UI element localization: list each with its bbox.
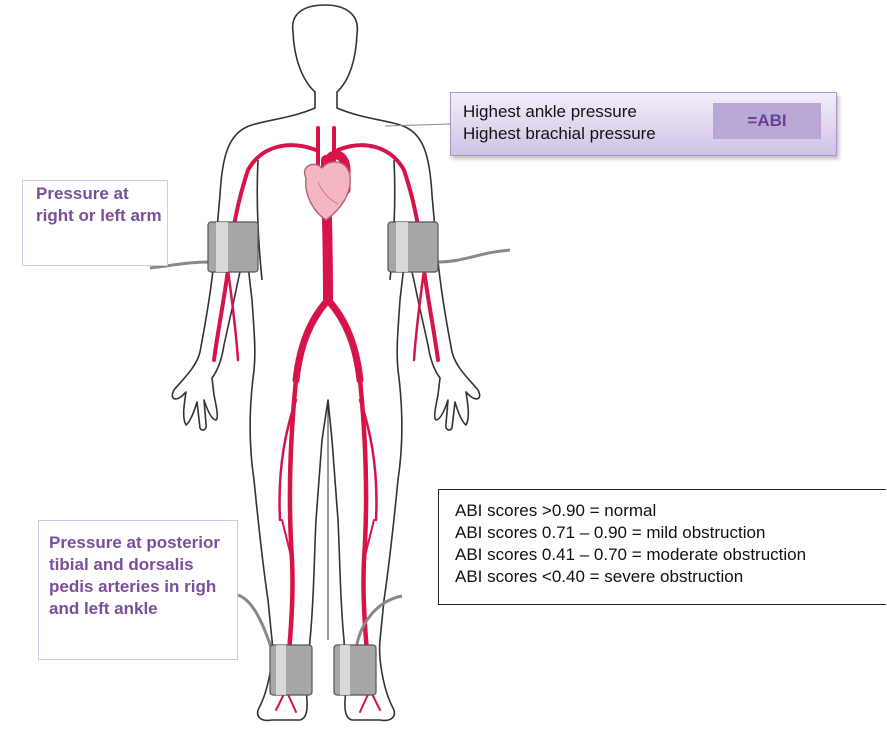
formula-numerator: Highest ankle pressure — [463, 102, 637, 122]
score-normal: ABI scores >0.90 = normal — [455, 500, 886, 522]
arm-pressure-label-box: Pressure at right or left arm — [22, 180, 168, 266]
score-moderate: ABI scores 0.41 – 0.70 = moderate obstru… — [455, 544, 886, 566]
abi-scores-box: ABI scores >0.90 = normal ABI scores 0.7… — [438, 489, 886, 605]
score-severe: ABI scores <0.40 = severe obstruction — [455, 566, 886, 588]
arm-pressure-label: Pressure at right or left arm — [36, 183, 167, 227]
ankle-pressure-label: Pressure at posterior tibial and dorsali… — [49, 532, 237, 620]
score-mild: ABI scores 0.71 – 0.90 = mild obstructio… — [455, 522, 886, 544]
arm-cuff-left — [388, 222, 510, 272]
formula-denominator: Highest brachial pressure — [463, 124, 656, 144]
abi-result-badge: =ABI — [713, 103, 821, 139]
abi-formula-box: Highest ankle pressure Highest brachial … — [450, 92, 837, 156]
ankle-pressure-label-box: Pressure at posterior tibial and dorsali… — [38, 520, 238, 660]
